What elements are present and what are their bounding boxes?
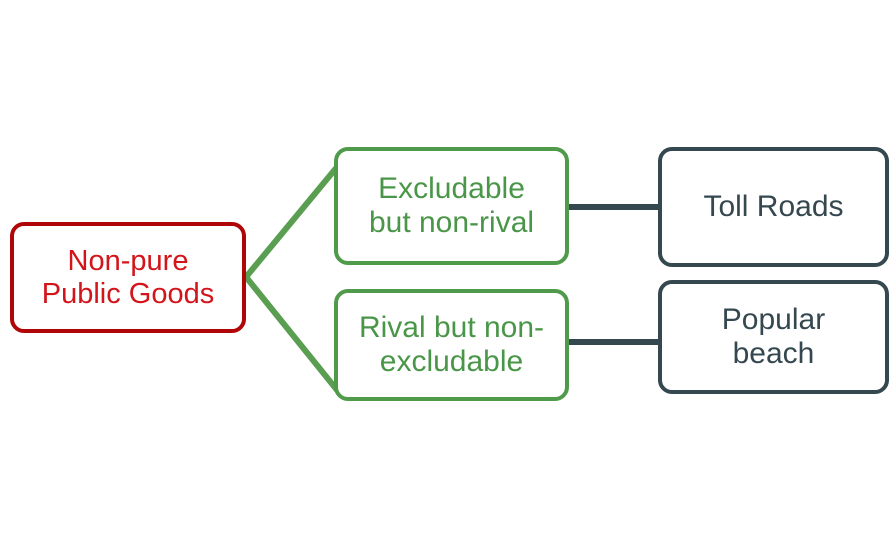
connector-root-to-rival bbox=[241, 272, 342, 395]
node-non-pure-public-goods[interactable]: Non-pure Public Goods bbox=[10, 222, 246, 333]
node-toll-roads[interactable]: Toll Roads bbox=[658, 147, 889, 267]
node-popular-beach[interactable]: Popular beach bbox=[658, 280, 889, 394]
node-rival-but-non-excludable[interactable]: Rival but non- excludable bbox=[334, 289, 569, 401]
connector-root-to-excludable bbox=[241, 162, 342, 282]
node-excludable-but-non-rival[interactable]: Excludable but non-rival bbox=[334, 147, 569, 265]
